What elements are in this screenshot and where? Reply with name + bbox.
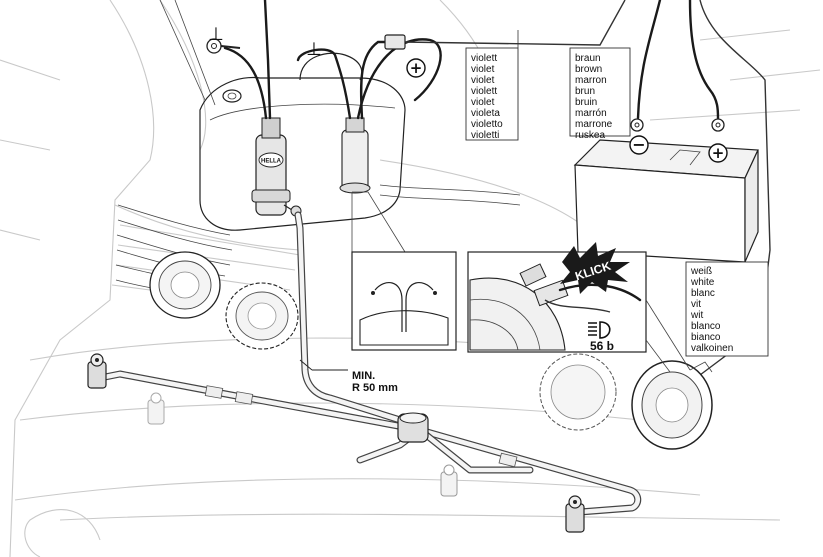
- terminal-56b-label: 56 b: [590, 339, 614, 353]
- svg-text:−: −: [632, 135, 645, 154]
- svg-text:violet: violet: [471, 75, 495, 86]
- min-label: MIN.: [352, 370, 375, 382]
- high-beam-icon: [588, 321, 611, 339]
- washer-pump-hella: HELLA: [251, 117, 302, 217]
- brown-label-0: braun: [575, 53, 601, 64]
- washer-pump-second: [339, 117, 371, 194]
- svg-text:violett: violett: [471, 53, 497, 64]
- white-wire-label: weiß white blanc vit wit blanco bianco v…: [685, 261, 769, 357]
- reservoir-wiring: [159, 0, 626, 120]
- violet-wire-label: violett violet violet violett violet vio…: [465, 30, 519, 141]
- violet-label-6: violetto: [471, 119, 503, 130]
- washer-nozzle-left: [87, 353, 107, 389]
- brown-label-6: marrone: [575, 119, 613, 130]
- washer-nozzle-right: [565, 495, 585, 533]
- svg-text:bianco: bianco: [691, 332, 721, 343]
- brown-label-4: bruin: [575, 97, 597, 108]
- brown-label-1: brown: [575, 64, 602, 75]
- inset-connector-detail: KLICK 56 b: [467, 242, 691, 373]
- auxiliary-lamp: [631, 360, 713, 450]
- headlamp-left: [149, 251, 221, 319]
- svg-text:wit: wit: [690, 310, 703, 321]
- battery-wiring: [630, 0, 771, 376]
- klick-burst: [560, 242, 630, 294]
- svg-text:marrone: marrone: [575, 119, 613, 130]
- white-label-3: vit: [691, 299, 701, 310]
- violet-label-4: violet: [471, 97, 495, 108]
- ground-symbol-icon: ⊥: [208, 24, 224, 45]
- white-label-4: wit: [690, 310, 703, 321]
- hella-logo: HELLA: [261, 159, 282, 165]
- svg-text:+: +: [712, 144, 725, 162]
- radius-label: R 50 mm: [352, 382, 398, 394]
- violet-label-1: violet: [471, 64, 495, 75]
- svg-text:violetto: violetto: [471, 119, 503, 130]
- minus-terminal-icon: −: [629, 135, 649, 155]
- violet-label-2: violet: [471, 75, 495, 86]
- svg-text:blanc: blanc: [691, 288, 715, 299]
- white-label-0: weiß: [690, 266, 712, 277]
- svg-text:vit: vit: [691, 299, 701, 310]
- brown-label-3: brun: [575, 86, 595, 97]
- min-bend-radius-note: MIN. R 50 mm: [299, 359, 398, 394]
- svg-text:violet: violet: [471, 97, 495, 108]
- svg-text:marrón: marrón: [575, 108, 607, 119]
- violet-label-7: violetti: [471, 130, 499, 141]
- svg-text:weiß: weiß: [690, 266, 712, 277]
- svg-text:ruskea: ruskea: [575, 130, 605, 141]
- svg-text:braun: braun: [575, 53, 601, 64]
- white-label-7: valkoinen: [691, 343, 733, 354]
- svg-text:brun: brun: [575, 86, 595, 97]
- white-label-2: blanc: [691, 288, 715, 299]
- inset-spray-detail: [351, 191, 457, 351]
- svg-text:bruin: bruin: [575, 97, 597, 108]
- svg-text:violett: violett: [471, 86, 497, 97]
- washer-nozzle-right-ghost: [440, 464, 458, 497]
- svg-text:+: +: [410, 59, 423, 77]
- white-label-6: bianco: [691, 332, 721, 343]
- brown-label-5: marrón: [575, 108, 607, 119]
- brown-wire-label: braun brown marron brun bruin marrón mar…: [569, 47, 631, 141]
- white-label-5: blanco: [691, 321, 721, 332]
- violet-label-3: violett: [471, 86, 497, 97]
- battery: [573, 139, 759, 263]
- svg-text:violeta: violeta: [471, 108, 500, 119]
- auxiliary-lamp-ghost: [539, 353, 617, 431]
- svg-text:violet: violet: [471, 64, 495, 75]
- washer-reservoir: [199, 52, 521, 231]
- washer-nozzle-left-ghost: [147, 392, 165, 425]
- plus-terminal-icon: +: [708, 143, 728, 163]
- ground-symbol-icon: ⊥: [306, 39, 322, 60]
- brown-label-7: ruskea: [575, 130, 605, 141]
- svg-text:blanco: blanco: [691, 321, 721, 332]
- white-label-1: white: [690, 277, 715, 288]
- violet-label-5: violeta: [471, 108, 500, 119]
- plus-terminal-icon: +: [406, 58, 426, 78]
- svg-text:marron: marron: [575, 75, 607, 86]
- svg-text:white: white: [690, 277, 715, 288]
- violet-label-0: violett: [471, 53, 497, 64]
- brown-label-2: marron: [575, 75, 607, 86]
- svg-text:valkoinen: valkoinen: [691, 343, 733, 354]
- wiper-spray-icon: [359, 282, 449, 346]
- washer-hose: [96, 211, 642, 516]
- svg-text:violetti: violetti: [471, 130, 499, 141]
- headlamp-right: [225, 282, 299, 350]
- svg-text:brown: brown: [575, 64, 602, 75]
